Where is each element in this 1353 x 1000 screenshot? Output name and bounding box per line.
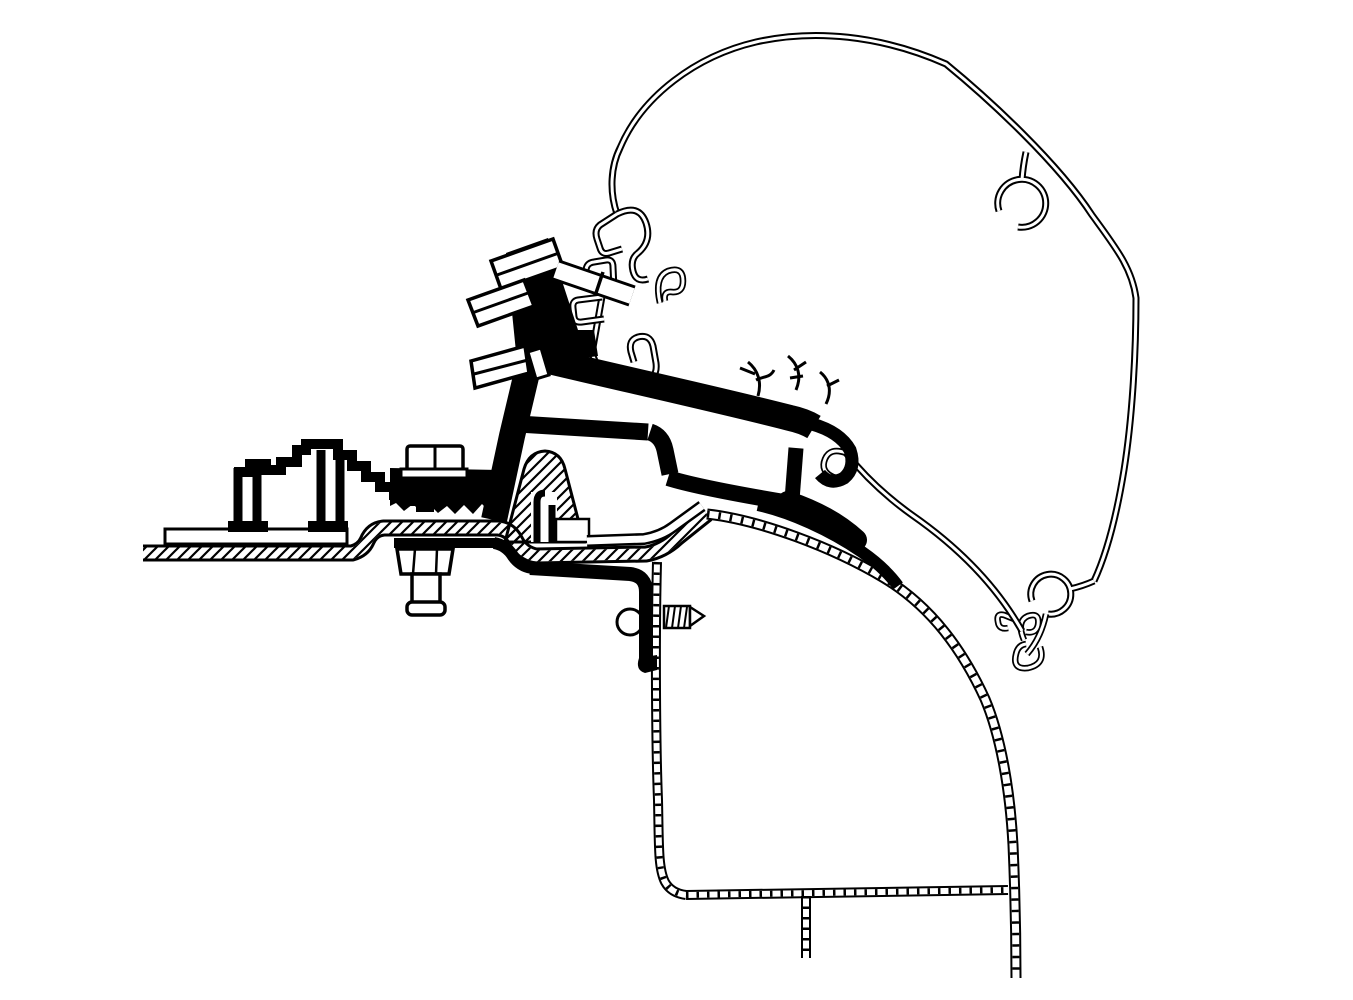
awning-case-second-hook-overlay-0 [656, 268, 685, 304]
bracket-flange-bar-leg [529, 561, 653, 664]
bracket-leg-foot [637, 655, 657, 673]
mid-bolt-washer [526, 346, 551, 381]
bracket-rear-post [784, 447, 804, 501]
awning-case-top-ring-overlay-0 [996, 151, 1048, 229]
case-spring-fingers [739, 354, 840, 405]
roof-nut [394, 547, 456, 576]
seal-profile-pad-right [308, 521, 348, 532]
diagram-layers [143, 31, 1140, 979]
roof-bolt-shaft [410, 572, 442, 606]
seal-profile-staircase [234, 439, 434, 512]
bracket-flange-s [492, 537, 534, 574]
awning-case-bottom-edge-overlay-0 [844, 452, 1024, 632]
roof-bolt-tip [405, 600, 447, 617]
top-bolt-washer-tick [594, 271, 605, 294]
seal-profile-pad-left [228, 521, 268, 532]
roof-bolt-flange [399, 467, 469, 480]
van-wall-horizontal-overlay-1 [685, 887, 1009, 898]
bracket-lower-arm [665, 470, 792, 511]
bracket-inner-bar [517, 415, 649, 441]
van-wall-inner-overlay-1 [652, 561, 687, 898]
mid-bolt-head-divider [473, 358, 529, 376]
awning-case-lower-hooks-overlay-0 [996, 613, 1048, 670]
top-bolt-head-a-divider [496, 251, 560, 277]
bracket-arm-hook [810, 417, 859, 488]
van-wall-outer-overlay-0 [706, 510, 1020, 979]
adapter-rail-notch-overlay-0 [571, 295, 605, 324]
mounting-screw-threads [665, 605, 688, 629]
bracket-upper-arm [532, 345, 821, 439]
awning-case-bottom-ring-overlay-0 [1029, 572, 1095, 616]
mounting-screw-tip [688, 604, 707, 629]
top-bolt-head-b-divider [471, 291, 529, 315]
roof-corner-strip-overlay-0 [586, 503, 705, 545]
top-bolt-shaft-overlay-0 [553, 262, 635, 304]
roof-step-plate [554, 517, 591, 544]
bracket-wall-seal [756, 499, 903, 590]
seal-profile-legs [233, 450, 345, 524]
bracket-pad [777, 491, 867, 551]
bracket-right-side [646, 423, 679, 476]
awning-case-outline-overlay-0 [610, 33, 1138, 582]
adapter-rail-top-overlay-0 [584, 258, 616, 290]
roof-nut-facets [411, 548, 439, 575]
roof-rib-channel-left [533, 489, 546, 542]
awning-case-clamp-overlay-0 [594, 208, 650, 282]
